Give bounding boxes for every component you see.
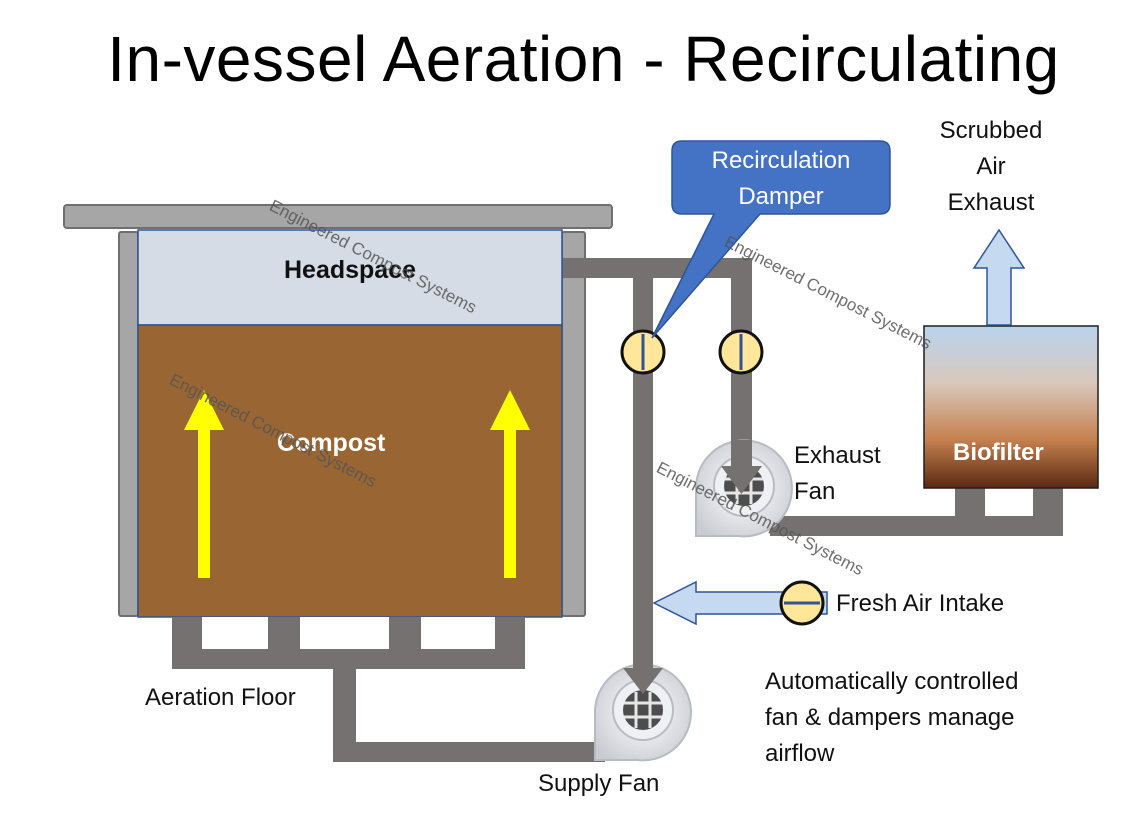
floor-to-supply-duct-horizontal bbox=[333, 742, 605, 762]
recirculation-callout-bubble bbox=[651, 140, 891, 339]
callout-line1: Recirculation bbox=[711, 147, 851, 174]
page-title: In-vessel Aeration - Recirculating bbox=[107, 23, 1060, 95]
exhaust-arrow-tip bbox=[721, 466, 762, 494]
recirc-duct-vertical bbox=[633, 278, 653, 668]
note-line2: fan & dampers manage bbox=[765, 704, 1015, 731]
exhaust-fan-label-line2: Fan bbox=[794, 478, 836, 505]
exhaust-damper-icon bbox=[718, 329, 764, 375]
airflow-up-arrow-left bbox=[184, 390, 224, 578]
fresh-air-intake-label: Fresh Air Intake bbox=[836, 590, 1005, 617]
vessel-wall-left bbox=[118, 231, 139, 617]
supply-fan-label: Supply Fan bbox=[538, 770, 660, 797]
callout-line2: Damper bbox=[738, 183, 824, 210]
scrubbed-label-line2: Air bbox=[976, 153, 1006, 180]
scrubbed-label-line1: Scrubbed bbox=[939, 117, 1043, 144]
vessel-lid bbox=[63, 204, 613, 229]
airflow-up-arrow-right bbox=[490, 390, 530, 578]
scrubbed-air-arrow bbox=[972, 228, 1026, 326]
vessel-wall-right bbox=[561, 231, 586, 617]
recirculation-damper-icon bbox=[620, 329, 666, 375]
aeration-floor-gaps bbox=[202, 617, 495, 649]
exhaust-to-biofilter-duct bbox=[770, 516, 1062, 536]
biofilter-label: Biofilter bbox=[953, 439, 1044, 466]
biofilter-leg-right bbox=[1033, 486, 1063, 536]
recirc-arrow-stem bbox=[633, 640, 653, 670]
biofilter-box bbox=[923, 325, 1099, 489]
scrubbed-label-line3: Exhaust bbox=[947, 189, 1035, 216]
recirc-arrow-tip bbox=[623, 668, 663, 694]
exhaust-fan-label-line1: Exhaust bbox=[794, 442, 881, 469]
biofilter-leg-left bbox=[955, 486, 985, 526]
headspace-label: Headspace bbox=[284, 256, 417, 284]
floor-to-supply-duct-vertical bbox=[333, 668, 356, 762]
note-line3: airflow bbox=[765, 740, 835, 767]
aeration-floor-label: Aeration Floor bbox=[145, 684, 296, 711]
note-line1: Automatically controlled bbox=[765, 668, 1019, 695]
headspace-outlet-duct bbox=[563, 258, 752, 278]
fresh-air-damper-icon bbox=[779, 580, 825, 626]
exhaust-arrow-stem bbox=[731, 440, 752, 467]
headspace-zone bbox=[137, 229, 563, 326]
compost-label: Compost bbox=[277, 429, 386, 457]
